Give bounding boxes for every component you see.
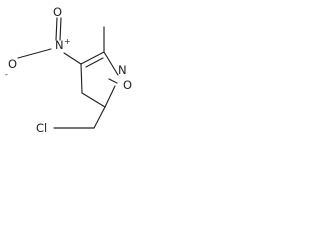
bond-n-o-top-b (59, 17, 62, 41)
bond-n-o-top-a (55, 17, 58, 41)
bond-c5-c4-ring (81, 92, 106, 108)
atom-o-nitro-top: O (53, 5, 62, 19)
atom-n-nitro: N (55, 38, 64, 52)
structure-svg: O N N + O O - Cl (5, 5, 132, 135)
bond-o-c5 (104, 85, 116, 108)
charge-minus: - (5, 70, 8, 79)
atom-o-nitro-left: O (8, 57, 17, 71)
atom-o-ring: O (123, 78, 132, 92)
atom-n-ring: N (118, 63, 127, 77)
bond-c4-c3-inner (85, 57, 104, 68)
bond-c4-no2 (63, 52, 82, 65)
charge-plus: + (64, 37, 71, 46)
bond-c5-ch2 (93, 106, 106, 129)
bond-c4-c5-left (80, 63, 83, 94)
bond-n-o (108, 78, 118, 84)
bond-c4-c3 (80, 51, 105, 65)
bond-n-o-left (17, 48, 52, 59)
chemical-structure-diagram: O N N + O O - Cl (0, 0, 152, 140)
bond-c3-n (103, 51, 119, 76)
atom-cl: Cl (36, 121, 47, 135)
